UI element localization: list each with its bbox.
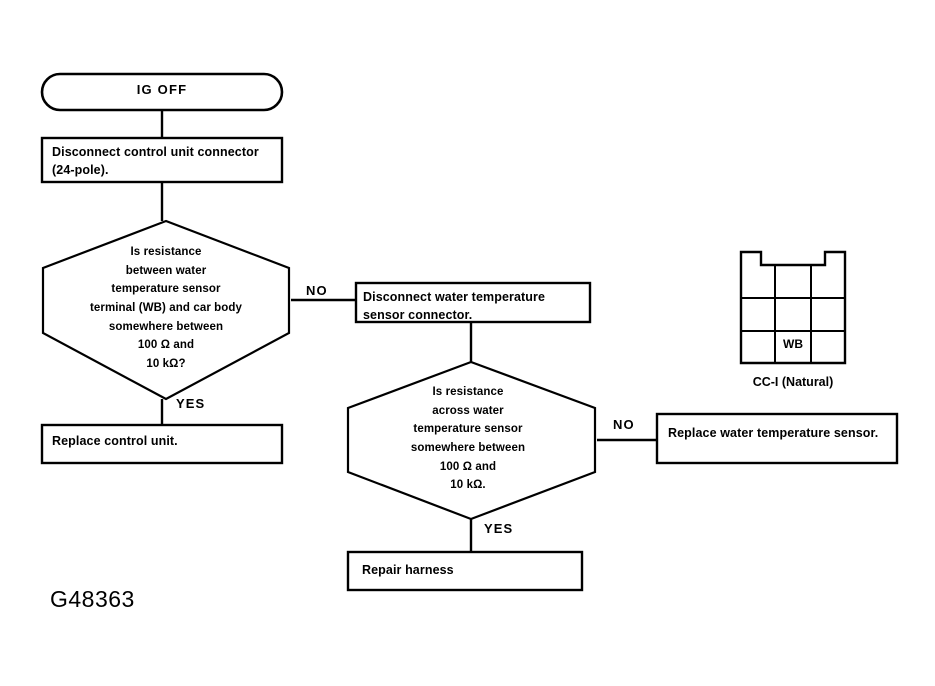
connector-pinout-diagram <box>739 250 847 365</box>
outcome-repair-harness-shape <box>346 550 584 592</box>
decision-resistance-across-sensor-shape <box>346 360 597 521</box>
outcome-replace-sensor-shape <box>655 412 899 465</box>
process-disconnect-control-unit-shape <box>40 136 284 184</box>
decision-resistance-to-body-shape <box>41 219 291 401</box>
connector-pin-wb-label: WB <box>783 337 803 351</box>
flow-connector-lines <box>160 110 657 552</box>
outcome-replace-control-unit-label: Replace control unit. <box>52 434 178 448</box>
decision-resistance-across-sensor-label: Is resistance across water temperature s… <box>410 386 526 492</box>
process-disconnect-control-unit-label: Disconnect control unit connector (24-po… <box>52 145 259 178</box>
edge-label-decision2-no: NO <box>613 417 635 432</box>
outcome-replace-control-unit-shape <box>40 423 284 465</box>
process-disconnect-sensor-label: Disconnect water temperature sensor conn… <box>363 290 546 323</box>
figure-id-label: G48363 <box>50 586 135 612</box>
edge-label-decision1-no: NO <box>306 283 328 298</box>
outcome-replace-sensor-label: Replace water temperature sensor. <box>668 426 879 440</box>
edge-label-decision2-yes: YES <box>484 521 514 536</box>
outcome-repair-harness-label: Repair harness <box>362 563 454 577</box>
edge-label-decision1-yes: YES <box>176 396 206 411</box>
decision-resistance-to-body-label: Is resistance between water temperature … <box>89 246 243 370</box>
process-disconnect-sensor-shape <box>354 281 592 324</box>
terminal-start-shape <box>40 72 284 112</box>
connector-caption-label: CC-I (Natural) <box>752 375 834 389</box>
terminal-start-label: IG OFF <box>136 82 188 97</box>
